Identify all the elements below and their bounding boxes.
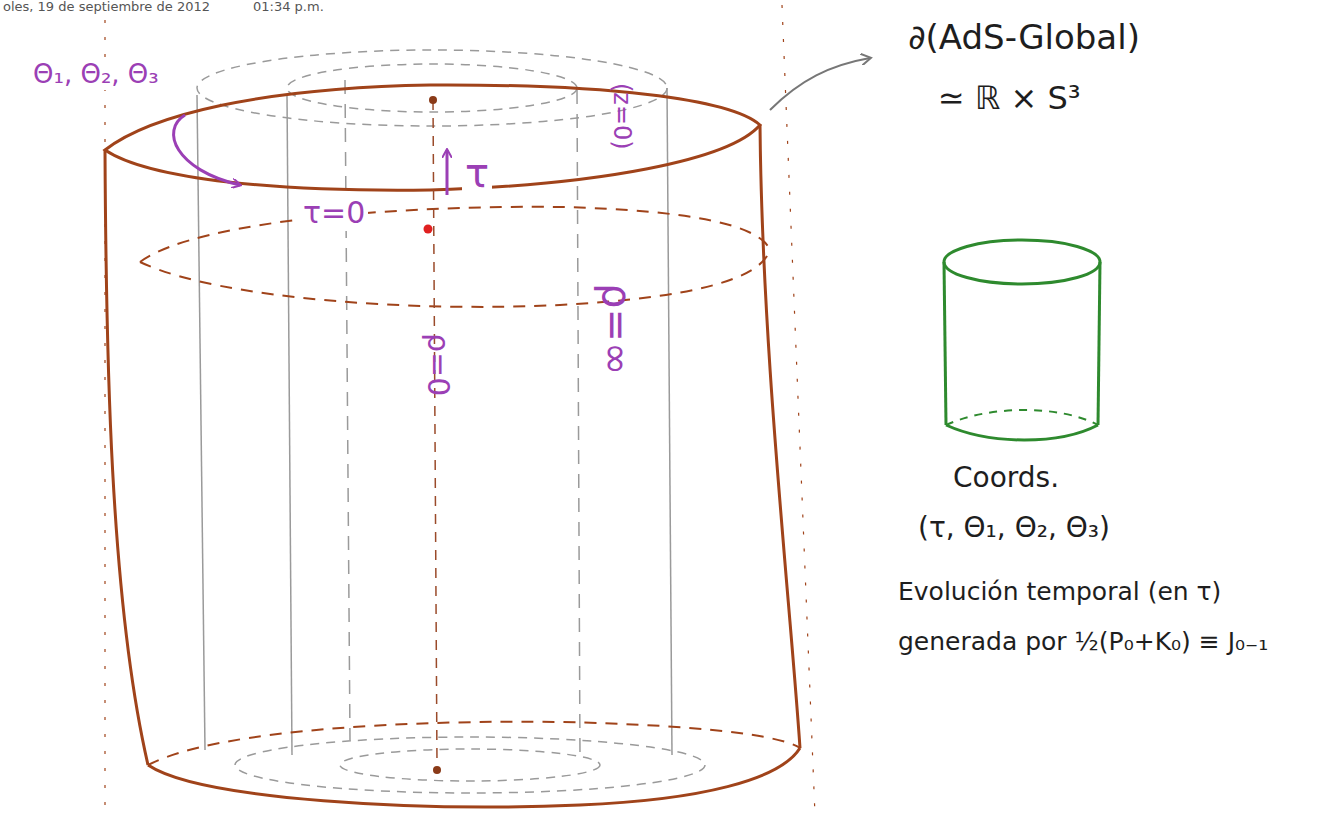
angle-coordinates: Θ₁, Θ₂, Θ₃: [30, 60, 162, 90]
generator-note: generada por ½(P₀+K₀) ≡ J₀₋₁: [895, 628, 1271, 657]
boundary-label: ρ=∞: [594, 280, 640, 378]
time-slice-label: τ=0: [300, 196, 368, 231]
coords-heading: Coords.: [950, 462, 1062, 494]
page-date: oles, 19 de septiembre de 2012: [0, 0, 213, 15]
evolution-note: Evolución temporal (en τ): [895, 578, 1224, 607]
coords-list: (τ, Θ₁, Θ₂, Θ₃): [915, 512, 1113, 544]
axis-label: ρ=0: [421, 330, 456, 399]
page-time: 01:34 p.m.: [250, 0, 327, 15]
time-coordinate: τ: [462, 150, 492, 196]
boundary-heading: ∂(AdS-Global): [905, 18, 1143, 57]
topology-label: ≃ ℝ × S³: [935, 80, 1084, 117]
poincare-boundary-label: (z=0): [607, 80, 635, 153]
